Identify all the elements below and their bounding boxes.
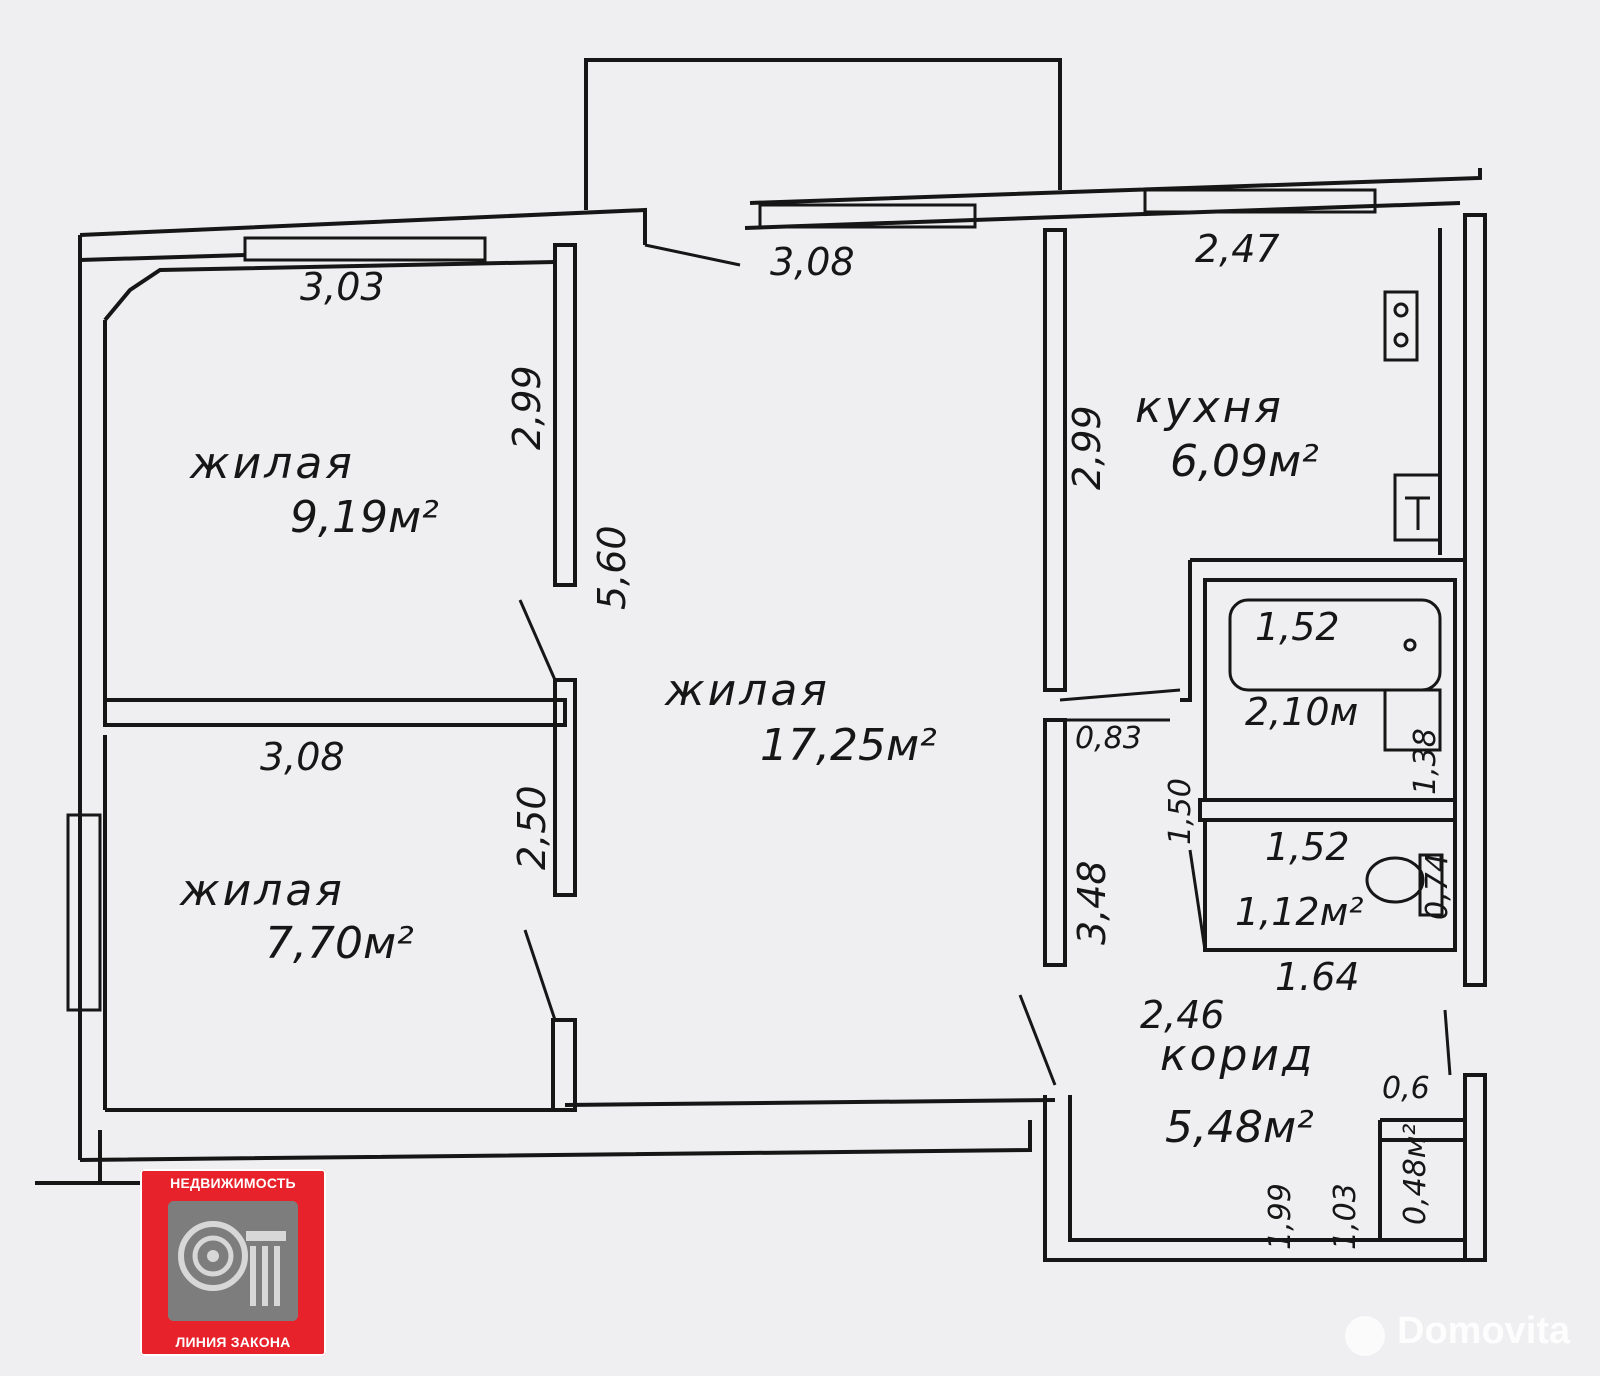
bath-length: 1,52 <box>1255 605 1340 649</box>
watermark-text: Domovita <box>1397 1310 1571 1352</box>
room-area-bedroom-2: 7,70м² <box>265 918 414 969</box>
bath-area: 2,10м <box>1245 690 1358 734</box>
room-name-bedroom-2: жилая <box>179 865 345 916</box>
toilet-length: 1,52 <box>1265 825 1350 869</box>
dim-246: 2,46 <box>1140 993 1225 1037</box>
room-name-living: жилая <box>664 665 830 716</box>
dim-250: 2,50 <box>510 785 554 870</box>
dim-560: 5,60 <box>590 525 634 610</box>
logo-emblem-icon <box>168 1201 298 1321</box>
dim-299-a: 2,99 <box>505 365 549 450</box>
logo-bottom-text: ЛИНИЯ ЗАКОНА <box>175 1334 291 1350</box>
dim-164: 1.64 <box>1275 955 1360 999</box>
room-area-corridor: 5,48м² <box>1165 1102 1314 1153</box>
room-area-kitchen: 6,09м² <box>1170 436 1319 487</box>
agency-logo: НЕДВИЖИМОСТЬ ЛИНИЯ ЗАКОНА <box>140 1169 326 1356</box>
room-area-bedroom-1: 9,19м² <box>290 492 439 543</box>
dim-303: 3,03 <box>300 265 385 309</box>
dim-308-mid: 3,08 <box>260 735 345 779</box>
dim-348: 3,48 <box>1070 860 1114 945</box>
dim-308-top: 3,08 <box>770 240 855 284</box>
dim-083: 0,83 <box>1075 721 1142 756</box>
dim-199: 1,99 <box>1263 1183 1298 1250</box>
bath-side: 1,38 <box>1408 728 1443 795</box>
room-name-kitchen: кухня <box>1135 382 1284 433</box>
dim-150: 1,50 <box>1163 778 1198 845</box>
labels: жилая 9,19м² жилая 17,25м² жилая 7,70м² … <box>179 227 1455 1250</box>
room-name-corridor: корид <box>1160 1030 1315 1081</box>
dim-299-b: 2,99 <box>1065 405 1109 490</box>
dim-06: 0,6 <box>1382 1071 1430 1106</box>
room-area-living: 17,25м² <box>760 720 937 771</box>
toilet-area: 1,12м² <box>1235 890 1364 934</box>
walls <box>35 58 1487 1262</box>
watermark-icon <box>1345 1316 1385 1356</box>
logo-top-text: НЕДВИЖИМОСТЬ <box>170 1175 296 1191</box>
dim-247: 2,47 <box>1195 227 1280 271</box>
toilet-side: 0,74 <box>1420 853 1455 920</box>
dim-103: 1,03 <box>1328 1183 1363 1250</box>
room-name-bedroom-1: жилая <box>189 438 355 489</box>
closet-area: 0,48м² <box>1398 1124 1433 1225</box>
